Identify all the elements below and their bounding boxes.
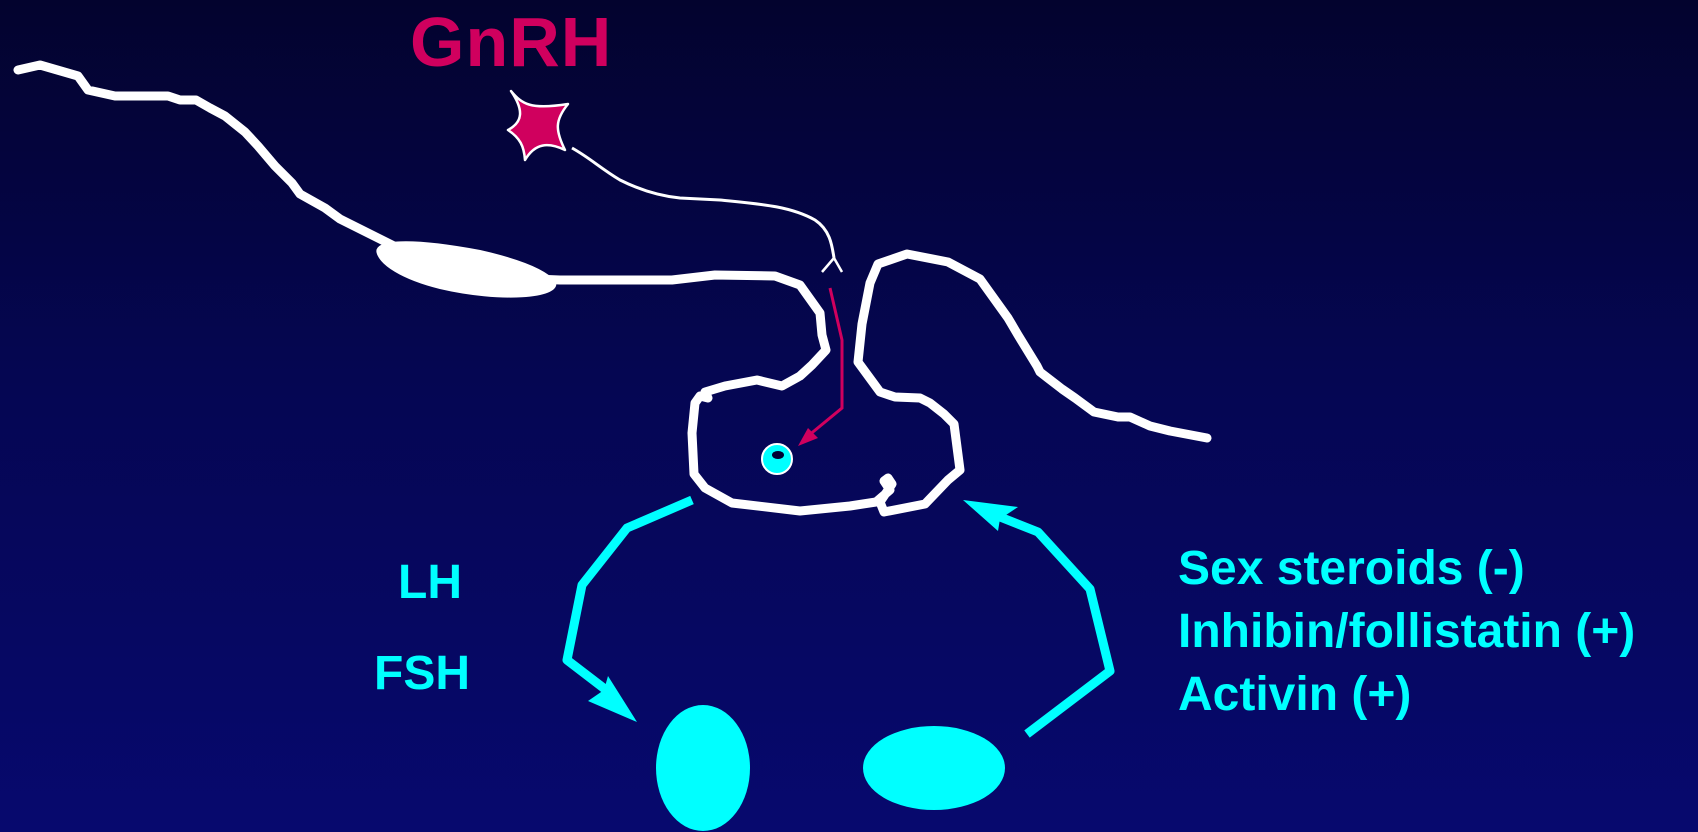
axon-terminal	[822, 258, 842, 272]
feedback-item-sex-steroids: Sex steroids (-)	[1178, 537, 1635, 600]
feedback-list: Sex steroids (-) Inhibin/follistatin (+)…	[1178, 537, 1635, 726]
gnrh-label: GnRH	[410, 2, 612, 82]
feedback-item-activin: Activin (+)	[1178, 663, 1635, 726]
gonadotroph-cell	[762, 444, 792, 474]
gnrh-neuron-icon	[508, 91, 568, 160]
hypothalamus-outline-left	[18, 65, 1207, 512]
lh-label: LH	[398, 555, 462, 610]
ovary-shape	[863, 726, 1005, 810]
fsh-label: FSH	[374, 646, 470, 701]
cell-nucleus	[772, 451, 784, 459]
feedback-item-inhibin: Inhibin/follistatin (+)	[1178, 600, 1635, 663]
testis-shape	[656, 705, 750, 831]
feedback-arrowhead	[963, 500, 1018, 531]
feedback-arrow	[990, 513, 1110, 734]
optic-chiasm-shape	[377, 242, 555, 296]
lh-fsh-arrow	[567, 500, 692, 696]
gnrh-axon	[572, 148, 834, 258]
